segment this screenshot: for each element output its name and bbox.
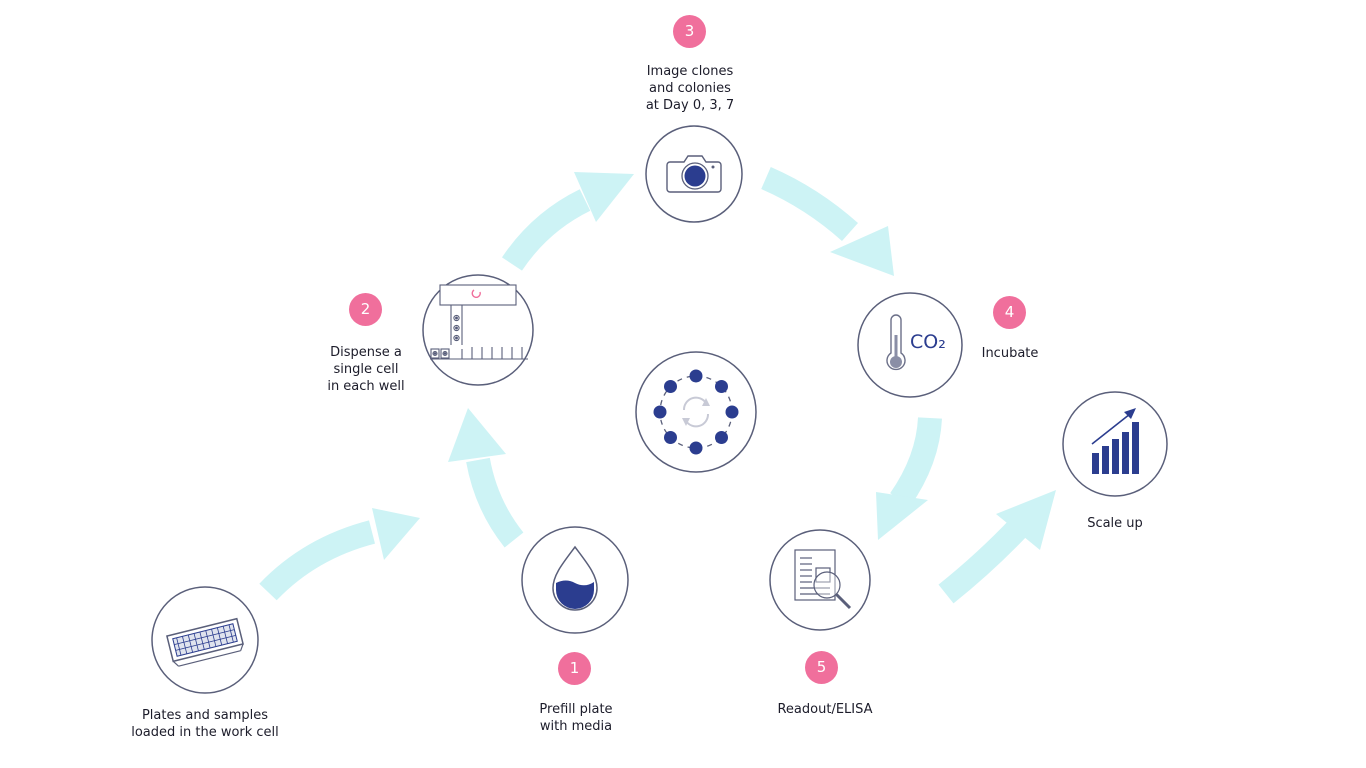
document-magnifier-icon — [794, 549, 852, 610]
scale-node — [1062, 391, 1168, 497]
cell-dispenser-icon — [430, 284, 528, 360]
arrow-step2-to-step3 — [502, 172, 634, 271]
label-step5: Readout/ELISA — [777, 702, 873, 717]
microplate-icon — [166, 617, 244, 667]
growth-bar-chart-icon — [1091, 408, 1139, 474]
badge-step5: 5 — [805, 651, 838, 684]
arrow-step5-to-scale — [938, 490, 1056, 604]
plates-node — [151, 586, 259, 694]
step5-node — [769, 529, 871, 631]
arrow-step3-to-step4 — [761, 166, 894, 276]
step2-node — [422, 274, 534, 386]
arrow-step1-to-step2 — [448, 408, 524, 548]
arrow-step4-to-step5 — [876, 417, 942, 540]
arrow-plates-to-step2 — [259, 508, 420, 601]
center-cycle-node — [635, 351, 757, 473]
co2-text: CO₂ — [910, 331, 946, 353]
camera-icon — [666, 155, 722, 193]
water-drop-icon — [552, 545, 598, 611]
badge-step3: 3 — [673, 15, 706, 48]
badge-step1: 1 — [558, 652, 591, 685]
label-step3: Image clones and colonies at Day 0, 3, 7 — [645, 64, 735, 113]
badge-step2: 2 — [349, 293, 382, 326]
label-plates: Plates and samples loaded in the work ce… — [131, 708, 279, 740]
cycle-icon — [653, 369, 739, 455]
flow-arrows — [259, 166, 1056, 604]
label-step2: Dispense a single cell in each well — [327, 345, 405, 394]
label-step1: Prefill plate with media — [539, 702, 613, 734]
step1-node — [521, 526, 629, 634]
step3-node — [645, 125, 743, 223]
label-step4: Incubate — [981, 346, 1039, 361]
badge-step4: 4 — [993, 296, 1026, 329]
label-scale: Scale up — [1087, 516, 1143, 531]
step4-node — [857, 292, 963, 398]
thermometer-co2-icon — [886, 314, 906, 371]
